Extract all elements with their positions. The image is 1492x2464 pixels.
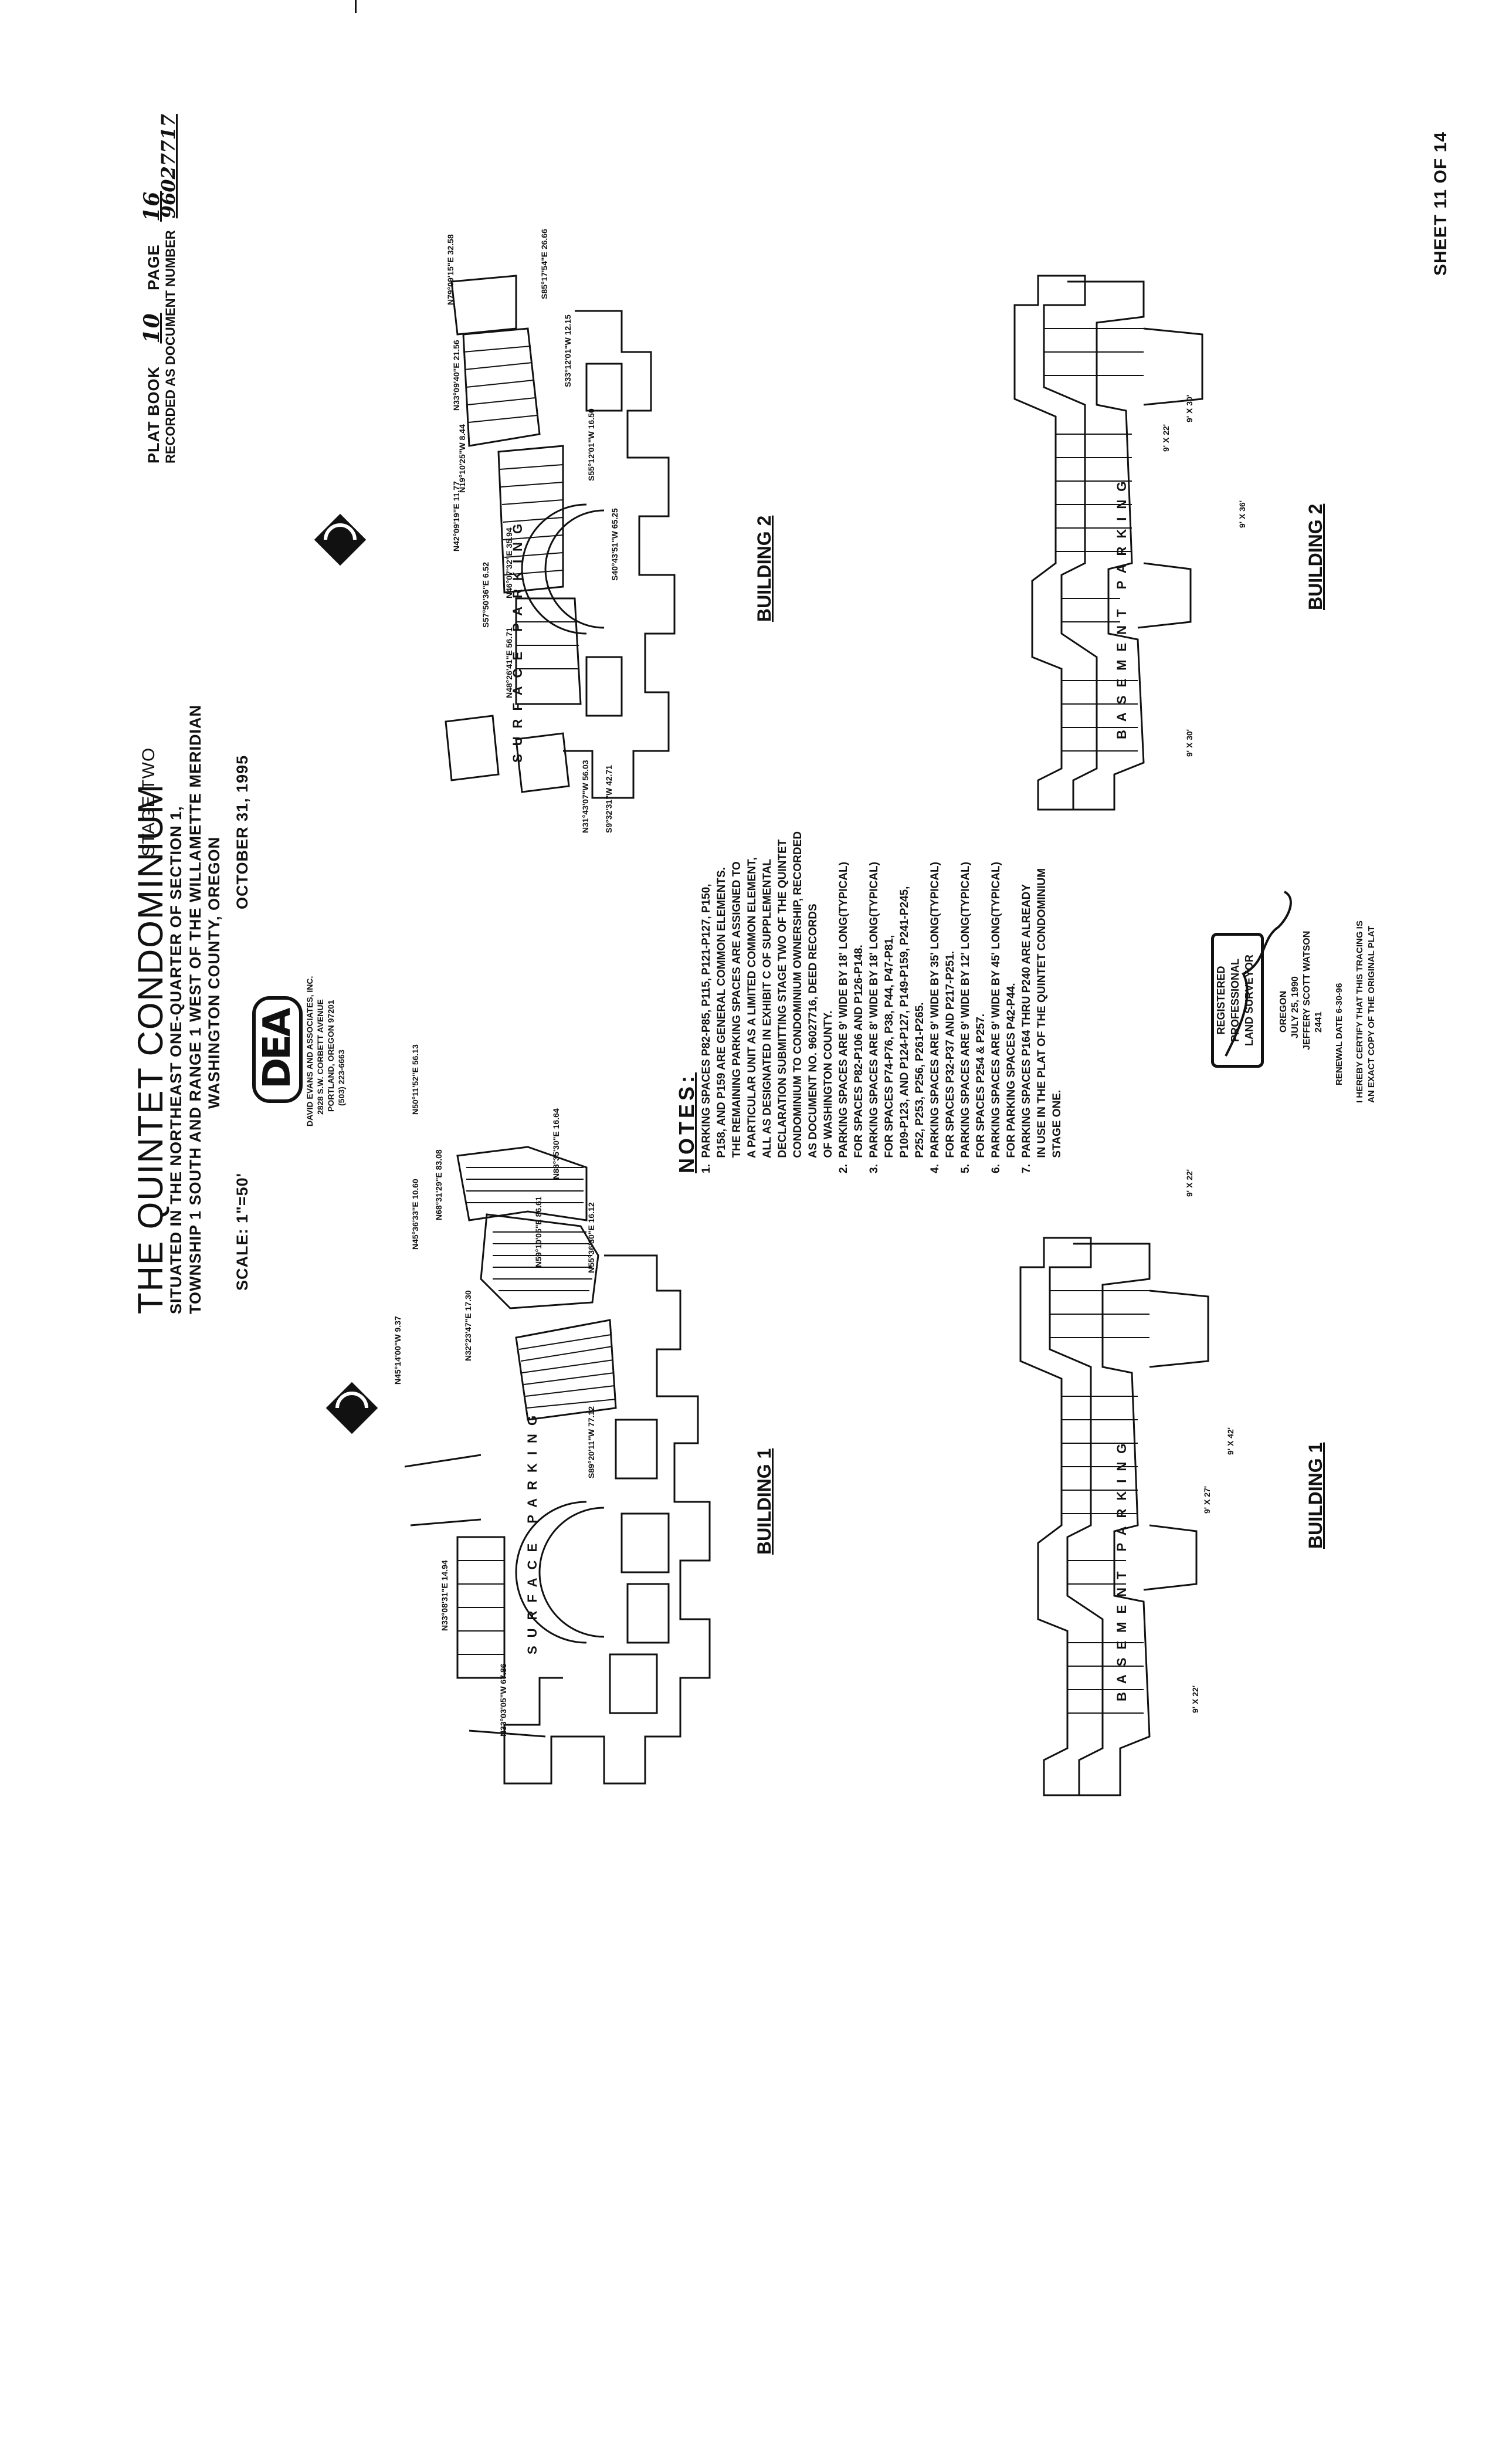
notes-block: NOTES: 1. PARKING SPACES P82-P85, P115, …	[674, 831, 1065, 1173]
building-1-surface-plan	[404, 1146, 711, 1785]
b2-bearing-10: S55°12'01"W 16.50	[586, 408, 596, 481]
b2-dim-1: 9' X 22'	[1161, 424, 1171, 452]
b2-bearing-13: S33°12'01"W 12.15	[563, 314, 572, 387]
recorded-label: RECORDED AS DOCUMENT NUMBER	[163, 230, 178, 463]
renewal-date: RENEWAL DATE 6-30-96	[1334, 983, 1344, 1086]
seal-name: JEFFERY SCOTT WATSON	[1302, 930, 1312, 1050]
scale-label: SCALE: 1"=50'	[233, 1172, 251, 1291]
b2-bearing-5: S57°50'36"E 6.52	[481, 561, 490, 628]
b2-bearing-6: N46°07'32"E 35.94	[504, 527, 514, 598]
note-2: 2. PARKING SPACES ARE 9' WIDE BY 18' LON…	[837, 862, 865, 1173]
note-5: 5. PARKING SPACES ARE 9' WIDE BY 12' LON…	[959, 862, 987, 1173]
situated-line-2: TOWNSHIP 1 SOUTH AND RANGE 1 WEST OF THE…	[186, 704, 204, 1314]
building-1-surface-label: BUILDING 1	[754, 1448, 775, 1555]
b1-bearing-3: N68°31'29"E 83.08	[434, 1149, 443, 1220]
b1-bearing-7: N59°10'05"E 86.61	[534, 1196, 543, 1267]
b1-surface-parking-label: SURFACE PARKING	[525, 1407, 540, 1654]
b1-dim-2: 9' X 42'	[1226, 1427, 1235, 1455]
note-7: 7. PARKING SPACES P164 THRU P240 ARE ALR…	[1020, 868, 1063, 1173]
date-label: OCTOBER 31, 1995	[233, 754, 251, 909]
situated-line-1: SITUATED IN THE NORTHEAST ONE-QUARTER OF…	[167, 805, 185, 1314]
north-arrow-icon	[325, 1382, 378, 1434]
b2-bearing-3: N33°09'40"E 21.56	[452, 340, 461, 411]
note-4: 4. PARKING SPACES ARE 9' WIDE BY 35' LON…	[929, 862, 957, 1173]
b2-bearing-4: N79°09'15"E 32.58	[446, 234, 455, 305]
b1-bearing-6: N32°23'47"E 17.30	[463, 1290, 473, 1361]
building-2-surface-label: BUILDING 2	[754, 515, 775, 622]
situated-line-3: WASHINGTON COUNTY, OREGON	[205, 836, 223, 1109]
b2-bearing-9: S9°32'31"W 42.71	[604, 765, 613, 833]
b2-dim-3: 9' X 36'	[1237, 500, 1247, 528]
b1-bearing-1: N45°14'00"W 9.37	[393, 1316, 402, 1385]
seal-state: OREGON	[1279, 990, 1288, 1033]
b1-dim-1: 9' X 22'	[1185, 1169, 1194, 1197]
b1-bearing-4: N50°11'52"E 56.13	[411, 1044, 420, 1115]
surveyor-seal: REGISTERED PROFESSIONAL LAND SURVEYOR	[1211, 933, 1264, 1068]
firm-logo: DEA	[252, 996, 303, 1103]
certify-line-2: AN EXACT COPY OF THE ORIGINAL PLAT	[1366, 926, 1376, 1103]
building-2-basement-label: BUILDING 2	[1305, 503, 1326, 610]
seal-line-2: PROFESSIONAL	[1229, 959, 1241, 1043]
seal-line-3: LAND SURVEYOR	[1243, 955, 1255, 1046]
building-1-basement-label: BUILDING 1	[1305, 1442, 1326, 1549]
firm-line-2: 2828 S.W. CORBETT AVENUE	[316, 999, 325, 1115]
b1-bearing-5: N88°35'30"E 16.64	[551, 1108, 561, 1179]
certify-line-1: I HEREBY CERTIFY THAT THIS TRACING IS	[1355, 920, 1365, 1103]
building-2-basement-plan	[1013, 275, 1203, 811]
recorded-number: 96027717	[157, 114, 179, 219]
seal-line-1: REGISTERED	[1215, 966, 1227, 1035]
b2-bearing-8: N31°43'07"W 56.03	[581, 760, 590, 833]
note-3: 3. PARKING SPACES ARE 8' WIDE BY 18' LON…	[868, 862, 926, 1173]
building-2-surface-plan	[445, 275, 676, 799]
b1-bearing-2: N45°36'33"E 10.60	[411, 1179, 420, 1250]
recorded-line: RECORDED AS DOCUMENT NUMBER 96027717	[157, 114, 179, 463]
b1-bearing-10: N33°03'05"W 67.86	[499, 1663, 508, 1737]
b1-bearing-9: S89°20'11"W 77.12	[586, 1406, 596, 1478]
plat-title: THE QUINTET CONDOMINIUM	[131, 783, 170, 1314]
b2-dim-4: 9' X 30'	[1185, 729, 1194, 757]
firm-line-3: PORTLAND, OREGON 97201	[326, 1000, 335, 1112]
b2-basement-parking-label: BASEMENT PARKING	[1114, 473, 1129, 739]
b2-bearing-7: N48°26'41"E 56.71	[504, 627, 514, 698]
b2-bearing-2: N19°10'25"W 8.44	[457, 424, 467, 493]
note-1: 1. PARKING SPACES P82-P85, P115, P121-P1…	[700, 831, 835, 1173]
top-edge-mark	[355, 0, 357, 13]
note-6: 6. PARKING SPACES ARE 9' WIDE BY 45' LON…	[990, 862, 1018, 1173]
notes-title: NOTES:	[674, 1072, 698, 1173]
b2-dim-2: 9' X 30'	[1185, 394, 1194, 422]
seal-number: 2441	[1314, 1011, 1324, 1033]
b1-basement-parking-label: BASEMENT PARKING	[1114, 1435, 1129, 1701]
stage-label: STAGE TWO	[139, 747, 158, 857]
firm-line-4: (503) 223-6663	[337, 1050, 346, 1106]
north-arrow-icon-2	[314, 513, 367, 566]
building-1-basement-plan	[1019, 1237, 1209, 1796]
b1-bearing-8: N55°36'30"E 16.12	[586, 1202, 596, 1273]
b1-bearing-11: N33°08'31"E 14.94	[440, 1560, 449, 1631]
b2-bearing-11: S40°43'51"W 65.25	[610, 508, 619, 581]
firm-line-1: DAVID EVANS AND ASSOCIATES, INC.	[305, 976, 314, 1126]
b1-dim-4: 9' X 22'	[1191, 1685, 1200, 1713]
seal-date: JULY 25, 1990	[1290, 976, 1300, 1038]
b1-dim-3: 9' X 27'	[1202, 1485, 1212, 1514]
sheet-number: SHEET 11 OF 14	[1431, 131, 1450, 276]
b2-bearing-12: S85°17'54"E 26.66	[540, 229, 549, 299]
